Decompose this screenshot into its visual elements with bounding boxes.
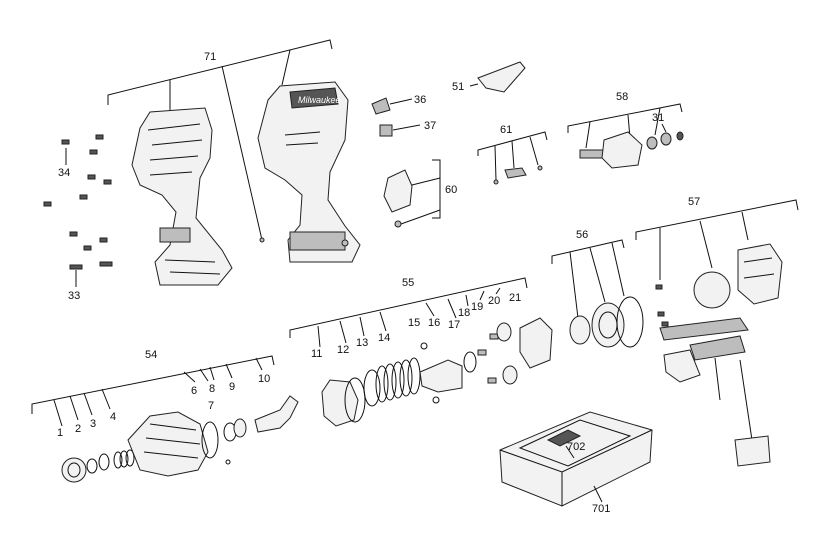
group-54: 54 1 2 3 4 6 7 8 9 10 <box>31 349 299 483</box>
part-58-gear <box>601 131 643 169</box>
callout-2: 2 <box>75 423 81 435</box>
part-13-washer <box>363 369 381 407</box>
callout-58: 58 <box>616 91 628 103</box>
part-16-hammer <box>419 359 463 393</box>
callout-1: 1 <box>57 427 63 439</box>
brand-logo-text: Milwaukee <box>298 95 341 105</box>
part-37 <box>379 124 393 137</box>
part-21-ring-gear <box>519 317 553 369</box>
callout-11: 11 <box>311 348 322 360</box>
part-3-ring <box>98 453 110 471</box>
small-pin <box>259 237 265 243</box>
callout-702: 702 <box>567 441 585 453</box>
part-701-case <box>499 411 653 507</box>
part-12-ring <box>344 377 366 423</box>
callout-19: 19 <box>471 301 483 313</box>
callout-37: 37 <box>424 120 436 132</box>
part-4-spring <box>113 449 135 469</box>
callout-18: 18 <box>458 307 470 319</box>
group-58-31: 58 31 <box>567 91 684 169</box>
part-11-anvil <box>321 379 359 427</box>
callout-10: 10 <box>258 373 270 385</box>
part-56-seal <box>569 315 591 345</box>
callout-31: 31 <box>652 112 664 124</box>
callout-54: 54 <box>145 349 157 361</box>
callout-14: 14 <box>378 332 390 344</box>
callout-20: 20 <box>488 295 500 307</box>
part-18-pin <box>477 349 487 356</box>
part-20-bearing <box>496 322 512 342</box>
parts-36-37: 36 37 <box>371 94 436 137</box>
group-55: 55 11 12 13 14 15 16 17 18 19 20 21 <box>289 277 553 427</box>
callout-16: 16 <box>428 317 440 329</box>
callout-57: 57 <box>688 196 700 208</box>
part-5-gear-case <box>127 411 209 477</box>
callout-55: 55 <box>402 277 414 289</box>
part-57-disc <box>693 271 731 309</box>
group-71-housing: 71 Milwaukee <box>107 39 361 286</box>
part-10-anvil <box>254 395 299 433</box>
part-6-gasket <box>201 421 219 459</box>
callout-51: 51 <box>452 81 464 93</box>
group-61: 61 <box>477 124 548 185</box>
right-housing-half: Milwaukee <box>257 81 361 263</box>
part-17-washer <box>463 351 477 373</box>
callout-3: 3 <box>90 418 96 430</box>
callout-36: 36 <box>414 94 426 106</box>
callout-6: 6 <box>191 385 197 397</box>
part-51-label <box>477 61 526 93</box>
part-2-ring <box>86 458 98 474</box>
callout-701: 701 <box>592 503 610 515</box>
part-60-clip <box>383 169 413 213</box>
group-56: 56 <box>551 229 644 348</box>
screws-34-33: 34 33 <box>43 134 113 302</box>
bracket-71 <box>107 39 333 105</box>
callout-61: 61 <box>500 124 512 136</box>
callout-60: 60 <box>445 184 457 196</box>
part-1-sleeve <box>61 457 87 483</box>
callout-4: 4 <box>110 411 116 423</box>
part-15-ball <box>420 342 428 350</box>
part-14-spring <box>375 357 421 403</box>
callout-33: 33 <box>68 290 80 302</box>
callout-21: 21 <box>509 292 521 304</box>
callout-7: 7 <box>208 400 214 412</box>
part-57-stator <box>737 243 783 305</box>
callout-15: 15 <box>408 317 420 329</box>
callout-71: 71 <box>204 51 216 63</box>
callout-8: 8 <box>209 383 215 395</box>
callout-12: 12 <box>337 344 349 356</box>
part-56-bearing <box>591 302 625 348</box>
group-60: 60 <box>383 159 457 228</box>
group-51: 51 <box>452 61 526 93</box>
part-56-oring <box>616 296 644 348</box>
callout-9: 9 <box>229 381 235 393</box>
callout-34: 34 <box>58 167 70 179</box>
callout-13: 13 <box>356 337 368 349</box>
part-57-switch <box>663 349 701 383</box>
left-housing-half <box>131 107 233 286</box>
part-36 <box>371 97 391 115</box>
callout-56: 56 <box>576 229 588 241</box>
callout-17: 17 <box>448 319 460 331</box>
group-701-702-case: 702 701 <box>499 411 653 515</box>
group-57: 57 <box>635 196 799 467</box>
